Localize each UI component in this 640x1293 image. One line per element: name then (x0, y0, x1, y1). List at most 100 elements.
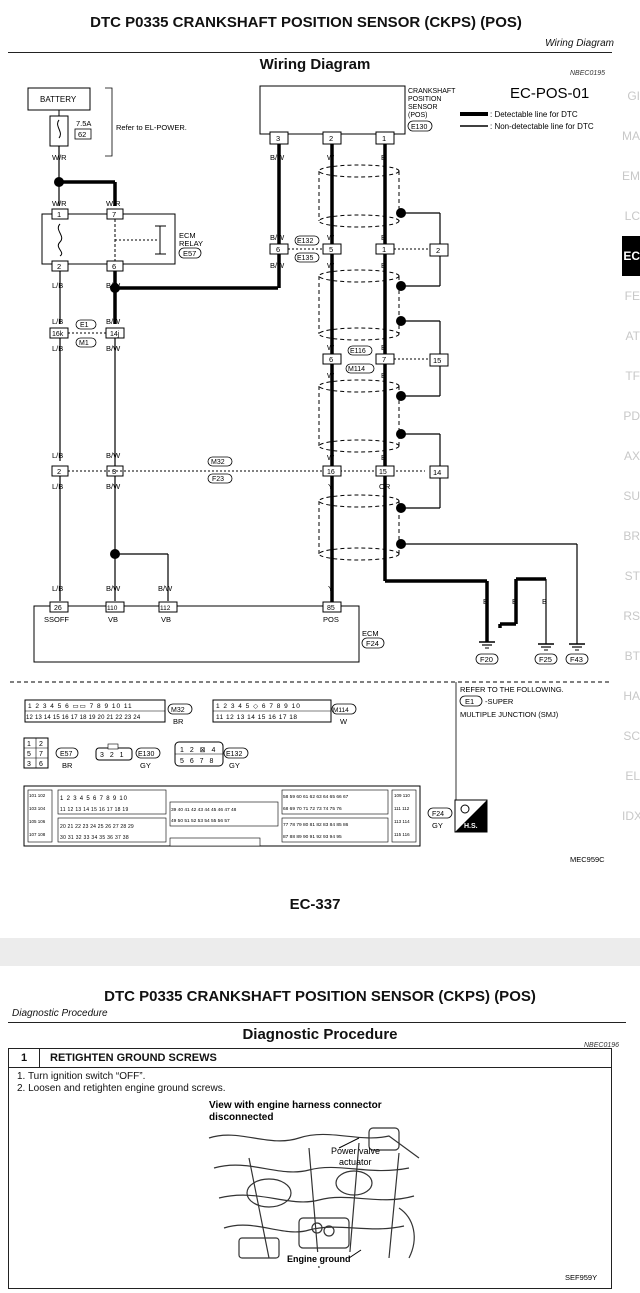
svg-text:11 12 13 14 15 16 17 18: 11 12 13 14 15 16 17 18 (216, 714, 298, 721)
conn-f23: F23 (212, 476, 224, 483)
wiring-diagram-page: DTC P0335 CRANKSHAFT POSITION SENSOR (CK… (8, 14, 640, 913)
gnd-f25: F25 (539, 655, 552, 664)
wire-b-5: B (381, 371, 386, 380)
legend-non-detectable: : Non-detectable line for DTC (490, 122, 594, 131)
wire-b-2: B (381, 233, 386, 242)
diagram-id: EC-POS-01 (510, 85, 589, 102)
side-tab-br[interactable]: BR (623, 529, 640, 543)
face-color-gy-1: GY (140, 761, 151, 770)
side-tab-rs[interactable]: RS (623, 609, 640, 623)
svg-text:11 12 13 14 15 16 17 18 19: 11 12 13 14 15 16 17 18 19 (60, 807, 129, 813)
figure-area: View with engine harness connector disco… (9, 1098, 611, 1288)
page-header-subtitle: Wiring Diagram (545, 38, 614, 49)
step-title: RETIGHTEN GROUND SCREWS (50, 1052, 217, 1064)
side-tab-su[interactable]: SU (623, 489, 640, 503)
wire-lb-6: L/B (52, 584, 63, 593)
wire-b-4: B (381, 343, 386, 352)
svg-text:1: 1 (57, 210, 61, 219)
svg-text:1: 1 (27, 741, 31, 748)
relay-label-2: RELAY (179, 239, 203, 248)
wire-lb-1: L/B (52, 281, 63, 290)
svg-text:107 108: 107 108 (29, 832, 46, 837)
svg-text:85: 85 (327, 605, 335, 612)
wire-bw-5: B/W (106, 482, 121, 491)
svg-text:112: 112 (160, 605, 171, 612)
side-tab-fe[interactable]: FE (624, 289, 640, 303)
connector-face-e130 (95, 743, 133, 761)
side-tab-tf[interactable]: TF (625, 369, 640, 383)
side-tab-ha[interactable]: HA (623, 689, 640, 703)
battery-label: BATTERY (40, 95, 77, 104)
engine-ground-figure: View with engine harness connector disco… (208, 1100, 597, 1282)
svg-text:30 31 32 33 34 35 36 37 38: 30 31 32 33 34 35 36 37 38 (60, 835, 129, 841)
wire-lb-5: L/B (52, 482, 63, 491)
svg-text:58 59 60 61 62 63 64 65 66 67: 58 59 60 61 62 63 64 65 66 67 (283, 794, 349, 800)
side-tab-sc[interactable]: SC (623, 729, 640, 743)
svg-text:16: 16 (327, 469, 335, 476)
side-tab-bt[interactable]: BT (624, 649, 640, 663)
relay-label-1: ECM (179, 231, 196, 240)
side-tab-gi[interactable]: GI (627, 89, 640, 103)
sensor-name-1: CRANKSHAFT (408, 88, 456, 95)
connector-face-e57 (23, 737, 49, 769)
svg-text:2: 2 (57, 467, 61, 476)
conn-m32: M32 (211, 459, 225, 466)
svg-text:2: 2 (39, 741, 43, 748)
wire-wr-right: W/R (106, 199, 121, 208)
face-color-w: W (340, 717, 348, 726)
svg-text:7: 7 (112, 210, 116, 219)
side-tab-idx[interactable]: IDX (622, 809, 640, 823)
figure-caption-1: View with engine harness connector (209, 1100, 382, 1111)
face-conn-e57: E57 (60, 751, 73, 758)
refer-following: REFER TO THE FOLLOWING. (460, 685, 564, 694)
svg-text:15: 15 (379, 469, 387, 476)
wire-wr-top: W/R (52, 153, 67, 162)
fuse-amp: 7.5A (76, 119, 91, 128)
face-color-br-1: BR (173, 717, 184, 726)
side-tab-ec[interactable]: EC (622, 236, 640, 276)
conn-m114: M114 (348, 366, 365, 373)
svg-text:20 21 22 23 24 25 26 27 28 29: 20 21 22 23 24 25 26 27 28 29 (60, 824, 134, 830)
page-gap (0, 938, 640, 966)
svg-text:15: 15 (433, 356, 441, 365)
wire-w-6: W (327, 453, 335, 462)
face-color-gy-2: GY (229, 761, 240, 770)
wire-w-5: W (327, 371, 335, 380)
side-tab-em[interactable]: EM (622, 169, 640, 183)
side-tab-lc[interactable]: LC (624, 209, 640, 223)
face-conn-e132: E132 (226, 751, 242, 758)
side-tab-el[interactable]: EL (625, 769, 640, 783)
ecm-label: ECM (362, 629, 379, 638)
connector-face-e132 (174, 741, 224, 767)
wire-b-1: B (381, 153, 386, 162)
gnd-wire-b-2: B (512, 597, 517, 606)
conn-e135: E135 (297, 255, 313, 262)
side-tab-pd[interactable]: PD (623, 409, 640, 423)
ref-smj: MULTIPLE JUNCTION (SMJ) (460, 710, 559, 719)
svg-text:39 40 41 42 43 44 45 46 47 48: 39 40 41 42 43 44 45 46 47 48 (171, 807, 237, 813)
svg-text:1 2 3 4 5 ◇ 6 7 8 9 10: 1 2 3 4 5 ◇ 6 7 8 9 10 (216, 703, 301, 710)
hs-label: H.S. (464, 823, 478, 830)
side-tab-at[interactable]: AT (625, 329, 640, 343)
svg-text:1 2 3 4 5 6 ▭▭ 7 8 9 10 11: 1 2 3 4 5 6 ▭▭ 7 8 9 10 11 (28, 703, 133, 710)
sensor-name-3: SENSOR (408, 104, 438, 111)
page2-header-title: DTC P0335 CRANKSHAFT POSITION SENSOR (CK… (104, 988, 536, 1005)
svg-text:14j: 14j (110, 331, 120, 338)
wire-w-2: W (327, 233, 335, 242)
svg-text:3: 3 (27, 761, 31, 768)
side-tab-ma[interactable]: MA (622, 129, 640, 143)
wire-w-1: W (327, 153, 335, 162)
svg-text:1 2 3 4 5 6 7 8 9 10: 1 2 3 4 5 6 7 8 9 10 (60, 796, 128, 802)
svg-text:6: 6 (329, 355, 333, 364)
svg-text:101 102: 101 102 (29, 793, 46, 798)
diagnostic-procedure-page: DTC P0335 CRANKSHAFT POSITION SENSOR (CK… (0, 966, 640, 1289)
wire-b-3: B (381, 261, 386, 270)
side-tab-ax[interactable]: AX (623, 449, 640, 463)
instruction-1: 1. Turn ignition switch “OFF”. (17, 1071, 146, 1082)
pin-ssoff: SSOFF (44, 615, 69, 624)
svg-text:12 13 14 15 16 17 18 19 20 21: 12 13 14 15 16 17 18 19 20 21 22 23 24 (26, 715, 141, 721)
refer-power: Refer to EL-POWER. (116, 123, 187, 132)
ref-e1: E1 (465, 697, 474, 706)
instruction-2: 2. Loosen and retighten engine ground sc… (17, 1083, 226, 1094)
side-tab-st[interactable]: ST (624, 569, 640, 583)
